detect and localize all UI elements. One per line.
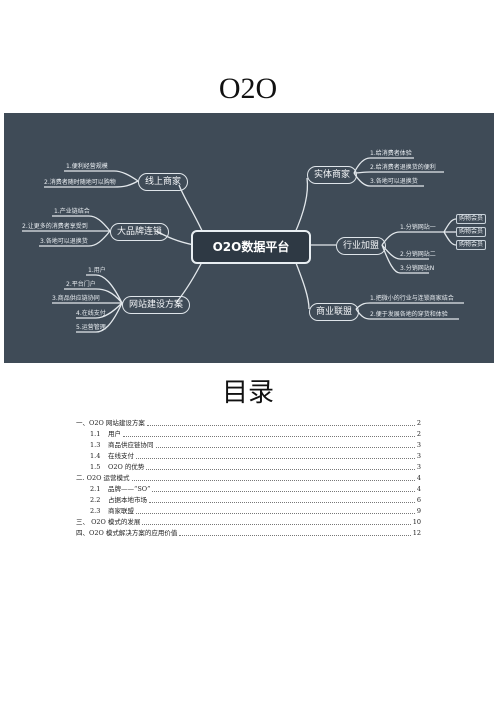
toc-entry-number: 1.1 <box>90 430 101 438</box>
toc-entry[interactable]: 2.2 占据本地市场 6 <box>76 495 421 506</box>
branch-industry-franchise: 行业加盟 <box>336 237 387 255</box>
leaf-site-5: 5.运营管理 <box>76 324 106 331</box>
toc-entry[interactable]: 一、O2O 网站建设方案 2 <box>76 418 421 429</box>
leaf-online-2: 2.消费者随时随地可以购物 <box>44 179 116 186</box>
toc-entry-number: 1.3 <box>90 441 101 449</box>
leaf-alliance-2: 2.便于发展各地的穿货和体验 <box>370 311 448 318</box>
leaf-brand-2: 2.让更多的消费者享受到 <box>22 223 88 230</box>
leaf-online-1: 1.便利经营规模 <box>66 163 108 170</box>
toc-entry-label: 品牌——“SO” <box>108 485 151 493</box>
leaf-physical-3: 3.各地可以退换货 <box>370 178 418 185</box>
toc-entry[interactable]: 三、 O2O 模式的发展 10 <box>76 517 421 528</box>
leaf-physical-2: 2.给消费者退换货的便利 <box>370 164 436 171</box>
toc-entry[interactable]: 1.1 用户 2 <box>76 429 421 440</box>
toc-entry-number: 1.5 <box>90 463 101 471</box>
toc-entry-label: O2O 的优势 <box>108 463 145 471</box>
toc-entry[interactable]: 2.1 品牌——“SO” 4 <box>76 484 421 495</box>
mindmap-center-node: O2O数据平台 <box>191 230 311 264</box>
toc-entry-number: 1.4 <box>90 452 101 460</box>
toc-entry-page: 3 <box>416 463 421 471</box>
leaf-brand-3: 3.各地可以退换货 <box>40 238 88 245</box>
table-of-contents: 一、O2O 网站建设方案 2 1.1 用户 2 1.3 商品供应链协同 3 1.4 在线支付… <box>76 418 421 539</box>
leaf-alliance-1: 1.把微小的行业与连锁商家结合 <box>370 295 454 302</box>
toc-entry-number: 2.3 <box>90 507 101 515</box>
toc-entry-label: 一、O2O 网站建设方案 <box>76 419 145 427</box>
toc-entry-number: 2.2 <box>90 496 101 504</box>
branch-physical-merchants: 实体商家 <box>307 166 358 184</box>
branch-online-merchants: 线上商家 <box>138 173 189 191</box>
toc-entry-label: 二. O2O 运营模式 <box>76 474 130 482</box>
toc-entry-label: 商家联盟 <box>108 507 134 515</box>
toc-entry[interactable]: 1.5 O2O 的优势 3 <box>76 462 421 473</box>
toc-entry-page: 12 <box>412 529 421 537</box>
mindmap: O2O数据平台 线上商家 1.便利经营规模 2.消费者随时随地可以购物 大品牌连… <box>4 113 494 363</box>
toc-entry-label: 四、O2O 模式解决方案的应用价值 <box>76 529 178 537</box>
leaf-site-3: 3.商品供应链协同 <box>52 295 100 302</box>
toc-entry-label: 占据本地市场 <box>108 496 147 504</box>
leaf-member-1: 购物会员 <box>456 214 487 224</box>
branch-website-plan: 网站建设方案 <box>122 296 191 314</box>
toc-entry-label: 用户 <box>108 430 121 438</box>
toc-entry-number: 2.1 <box>90 485 101 493</box>
leaf-franchise-3: 3.分销网站N <box>400 265 435 272</box>
toc-entry[interactable]: 2.3 商家联盟 9 <box>76 506 421 517</box>
toc-entry-page: 2 <box>416 430 421 438</box>
leaf-physical-1: 1.给消费者体验 <box>370 150 412 157</box>
toc-entry-page: 4 <box>416 474 421 482</box>
toc-entry-label: 在线支付 <box>108 452 134 460</box>
toc-entry[interactable]: 1.3 商品供应链协同 3 <box>76 440 421 451</box>
toc-entry[interactable]: 二. O2O 运营模式 4 <box>76 473 421 484</box>
toc-entry-page: 2 <box>416 419 421 427</box>
toc-entry-page: 3 <box>416 452 421 460</box>
toc-entry-label: 商品供应链协同 <box>108 441 154 449</box>
toc-entry-page: 4 <box>416 485 421 493</box>
toc-entry-page: 3 <box>416 441 421 449</box>
leaf-member-2: 购物会员 <box>456 227 487 237</box>
leaf-member-3: 购物会员 <box>456 240 487 250</box>
toc-entry[interactable]: 1.4 在线支付 3 <box>76 451 421 462</box>
toc-entry-page: 10 <box>412 518 421 526</box>
branch-business-alliance: 商业联盟 <box>309 303 360 321</box>
toc-entry-page: 9 <box>416 507 421 515</box>
toc-entry-label: 三、 O2O 模式的发展 <box>76 518 141 526</box>
leaf-brand-1: 1.产业链结合 <box>54 208 90 215</box>
branch-big-brand-chain: 大品牌连锁 <box>110 223 170 241</box>
leaf-site-4: 4.在线支付 <box>76 310 106 317</box>
page-title: O2O <box>218 72 278 105</box>
leaf-site-1: 1.用户 <box>88 267 106 274</box>
leaf-site-2: 2.平台门户 <box>66 281 96 288</box>
toc-heading: 目录 <box>221 378 274 408</box>
leaf-franchise-1: 1.分销网站一 <box>400 224 436 231</box>
leaf-franchise-2: 2.分销网站二 <box>400 251 436 258</box>
toc-entry-page: 6 <box>416 496 421 504</box>
toc-entry[interactable]: 四、O2O 模式解决方案的应用价值 12 <box>76 528 421 539</box>
